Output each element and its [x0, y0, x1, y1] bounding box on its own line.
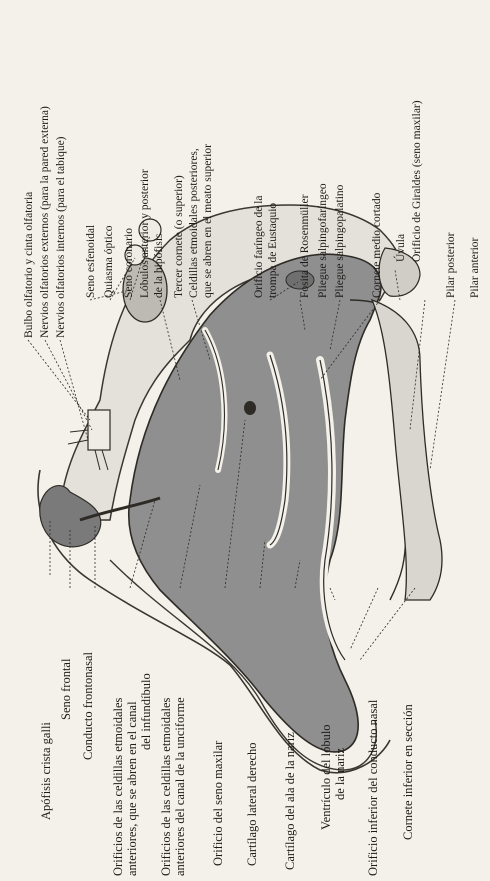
label-orificios-infundibulo-2: anteriores, que se abren en el canal — [126, 701, 139, 876]
label-pilar-anterior: Pilar anterior — [470, 238, 482, 298]
label-ventriculo-2: de la nariz — [334, 748, 347, 800]
label-ventriculo-1: Ventrículo del lóbulo — [320, 724, 333, 830]
soft-palate — [372, 300, 442, 600]
label-uvula: Úvula — [396, 234, 408, 262]
label-fosita-rosenmuller: Fosita de Rosenmüller — [300, 195, 312, 299]
label-orificios-infundibulo-1: Orificios de las celdillas etmoidales — [112, 698, 125, 876]
label-cornete-inferior: Cornete inferior en sección — [402, 704, 415, 840]
label-pilar-posterior: Pilar posterior — [446, 233, 458, 298]
label-cartilago-lateral: Cartílago lateral derecho — [246, 742, 259, 866]
label-cornete-medio: Cornete medio cortado — [372, 193, 384, 298]
label-orificio-faringeo-1: Orificio faríngeo de la — [254, 196, 266, 299]
label-bulbo-olfatorio: Bulbo olfatorio y cinta olfatoria — [24, 192, 36, 338]
label-nervios-externos: Nervios olfatorios externos (para la par… — [40, 106, 52, 338]
label-seno-frontal: Seno frontal — [60, 659, 73, 720]
label-seno-esfenoidal: Seno esfenoidal — [86, 225, 98, 298]
label-lobulos-hipofisis-2: de la hipófisis — [154, 233, 166, 298]
label-nervios-internos: Nervios olfatorios internos (para el tab… — [56, 136, 68, 338]
label-pliegue-salpingopalatino: Pliegue salpingopalatino — [335, 185, 347, 298]
label-lobulos-hipofisis-1: Lóbulos anterior y posterior — [140, 169, 152, 298]
label-crista-galli: Apófisis crista galli — [40, 722, 53, 820]
label-orificios-unciforme-1: Orificios de las celdillas etmoidales — [160, 698, 173, 876]
label-pliegue-salpingofaringeo: Pliegue salpingofaríngeo — [318, 183, 330, 298]
label-orificio-seno-maxilar: Orificio del seno maxilar — [212, 741, 225, 866]
label-orificio-giraldes: Orificio de Giraldes (seno maxilar) — [412, 100, 424, 262]
maxillary-sinus-ostium — [244, 401, 256, 415]
label-orificios-infundibulo-3: del infundíbulo — [140, 673, 153, 750]
label-orificio-conducto-nasal: Orificio inferior del conducto nasal — [367, 700, 380, 876]
olfactory-bulb — [88, 410, 110, 450]
label-seno-coronario: Seno coronario — [124, 228, 136, 298]
label-celdillas-posteriores-2: que se abren en el meato superior — [203, 144, 215, 298]
label-conducto-frontonasal: Conducto frontonasal — [82, 652, 95, 760]
label-celdillas-posteriores-1: Celdillas etmoidales posteriores, — [189, 148, 201, 298]
label-cartilago-ala: Cartílago del ala de la nariz — [284, 732, 297, 870]
label-orificios-unciforme-2: anteriores del canal de la unciforme — [174, 697, 187, 876]
label-orificio-faringeo-2: trompa de Eustaquio — [268, 203, 280, 298]
label-tercer-cornete: Tercer cornete (o superior) — [174, 175, 186, 298]
label-quiasma-optico: Quiasma óptico — [104, 226, 116, 299]
